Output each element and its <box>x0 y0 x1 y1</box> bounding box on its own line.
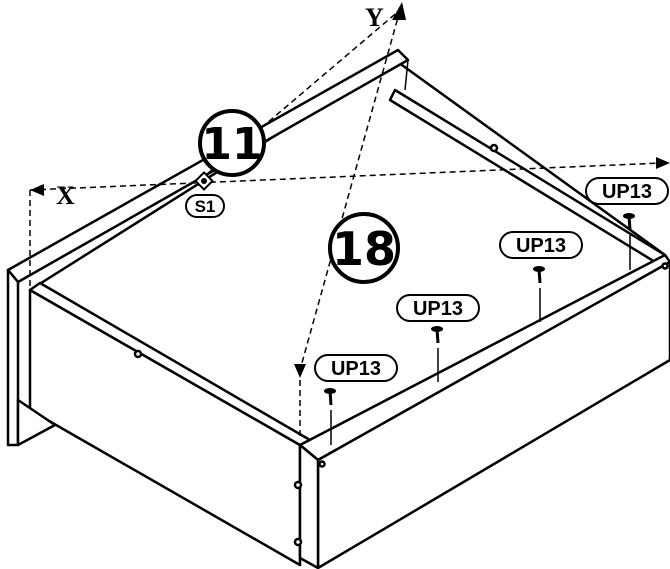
x-axis-label: X <box>56 181 75 210</box>
dowel-hole <box>293 537 303 547</box>
label-pill <box>499 231 583 259</box>
back-support <box>16 398 57 447</box>
y-arrow-top <box>392 2 406 20</box>
hardware-label: UP13 <box>413 298 463 320</box>
label-pill <box>185 194 225 218</box>
hardware-label: S1 <box>195 197 216 216</box>
dowel-hole <box>293 480 303 490</box>
cam-fitting-s1: S1 <box>185 171 225 218</box>
front-panel-end <box>298 443 320 569</box>
y-axis-label: Y <box>365 3 384 32</box>
part-callout-side-panel: 11 <box>198 109 266 177</box>
x-arrow-right <box>656 157 670 169</box>
x-arrow-left <box>30 184 44 196</box>
screw-up13: UP13 <box>585 177 669 270</box>
part-callout-bottom-panel: 18 <box>328 212 400 284</box>
dowel-hole <box>661 262 669 270</box>
dowel-hole <box>318 460 326 468</box>
screw-up13: UP13 <box>396 294 480 382</box>
x-axis-guide <box>29 162 663 290</box>
dowel-hole <box>133 349 143 359</box>
screw-up13: UP13 <box>499 231 583 322</box>
hardware-label: UP13 <box>602 181 652 203</box>
drawer-box <box>6 48 670 569</box>
dowel-hole <box>489 143 499 153</box>
y-arrow-bottom <box>294 364 306 378</box>
screw-up13: UP13 <box>314 354 398 445</box>
label-pill <box>314 354 398 382</box>
part-number-label: 11 <box>201 119 262 170</box>
label-pill <box>396 294 480 322</box>
label-pill <box>585 177 669 205</box>
part-number-label: 18 <box>332 222 396 276</box>
hardware-label: UP13 <box>331 358 381 380</box>
back-panel-face <box>6 268 20 447</box>
hardware-label: UP13 <box>516 235 566 257</box>
